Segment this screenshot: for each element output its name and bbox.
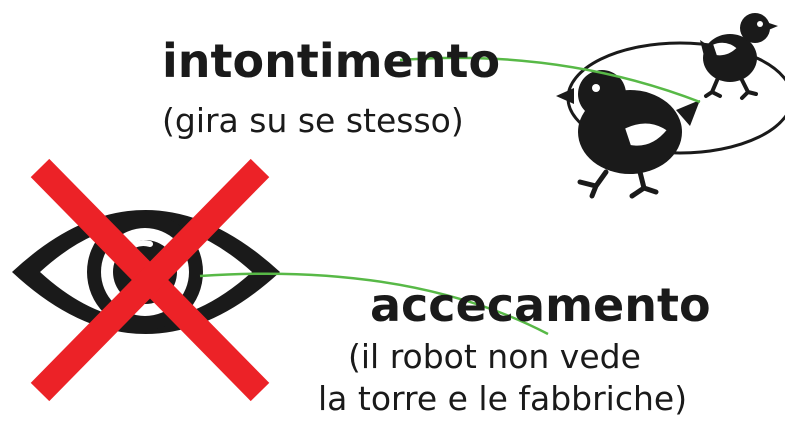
stun-title: intontimento	[162, 34, 501, 88]
stun-subtitle: (gira su se stesso)	[162, 101, 464, 140]
small-chick-icon	[700, 13, 778, 100]
blind-subtitle-line2: la torre e le fabbriche)	[318, 379, 688, 418]
blind-subtitle-line1: (il robot non vede	[348, 337, 641, 376]
blind-title: accecamento	[370, 278, 711, 332]
dizzy-chicks-icon	[556, 13, 785, 199]
connector-line-stun	[399, 56, 701, 104]
big-chick-icon	[556, 70, 700, 199]
cross-mark-icon	[30, 158, 270, 402]
connector-line-blind	[199, 272, 549, 336]
